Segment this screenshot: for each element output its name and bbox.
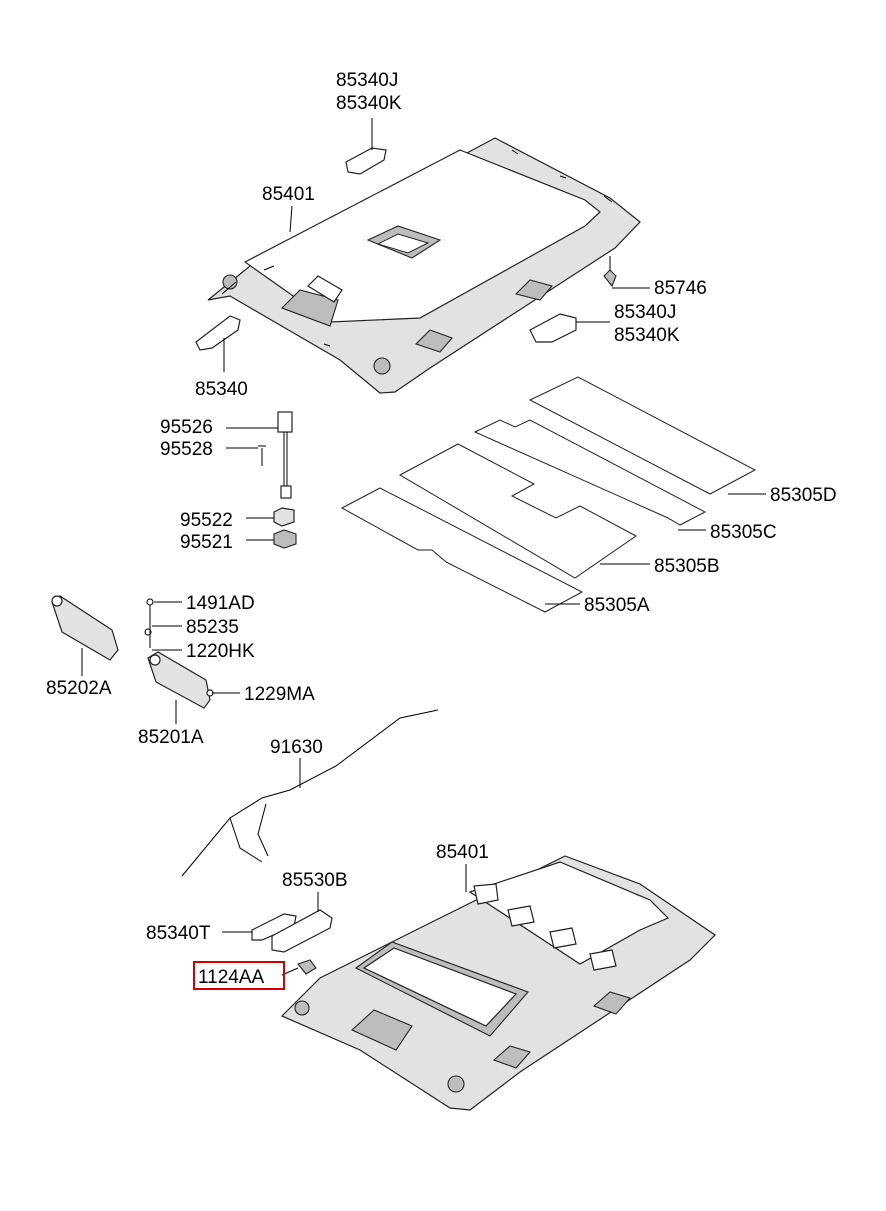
part-labels: 85340J 85340K 85401 85746 85340J 85340K … [46,70,837,990]
label-1124AA: 1124AA [198,967,265,988]
label-85202A: 85202A [46,678,112,699]
headlining-pads [340,376,757,613]
label-1220HK: 1220HK [186,641,255,662]
label-91630: 91630 [270,737,323,758]
headlining-top [195,137,641,394]
label-85401-top: 85401 [262,184,315,205]
label-85305D: 85305D [770,485,837,506]
label-95522: 95522 [180,510,233,531]
highlight-box-1124AA [193,961,285,990]
label-85201A: 85201A [138,727,204,748]
label-1491AD: 1491AD [186,593,255,614]
label-85235: 85235 [186,617,239,638]
label-85305B: 85305B [654,556,720,577]
label-95521: 95521 [180,532,233,553]
wiring-harness [181,709,439,877]
label-85305C: 85305C [710,522,777,543]
label-85340: 85340 [195,379,248,400]
leader-lines [81,118,766,976]
label-85340K-top: 85340K [336,93,402,114]
label-85530B: 85530B [282,870,348,891]
label-85746: 85746 [654,278,707,299]
label-95528: 95528 [160,439,213,460]
label-1229MA: 1229MA [244,684,315,705]
sun-visors [51,595,214,709]
lamp-assembly [258,411,297,549]
label-95526: 95526 [160,417,213,438]
label-85340J-top: 85340J [336,70,398,91]
label-85401-bottom: 85401 [436,842,489,863]
label-85305A: 85305A [584,595,650,616]
label-85340T: 85340T [146,923,211,944]
headlining-bottom [251,855,716,1111]
label-85340J-right: 85340J [614,302,676,323]
label-85340K-right: 85340K [614,325,680,346]
